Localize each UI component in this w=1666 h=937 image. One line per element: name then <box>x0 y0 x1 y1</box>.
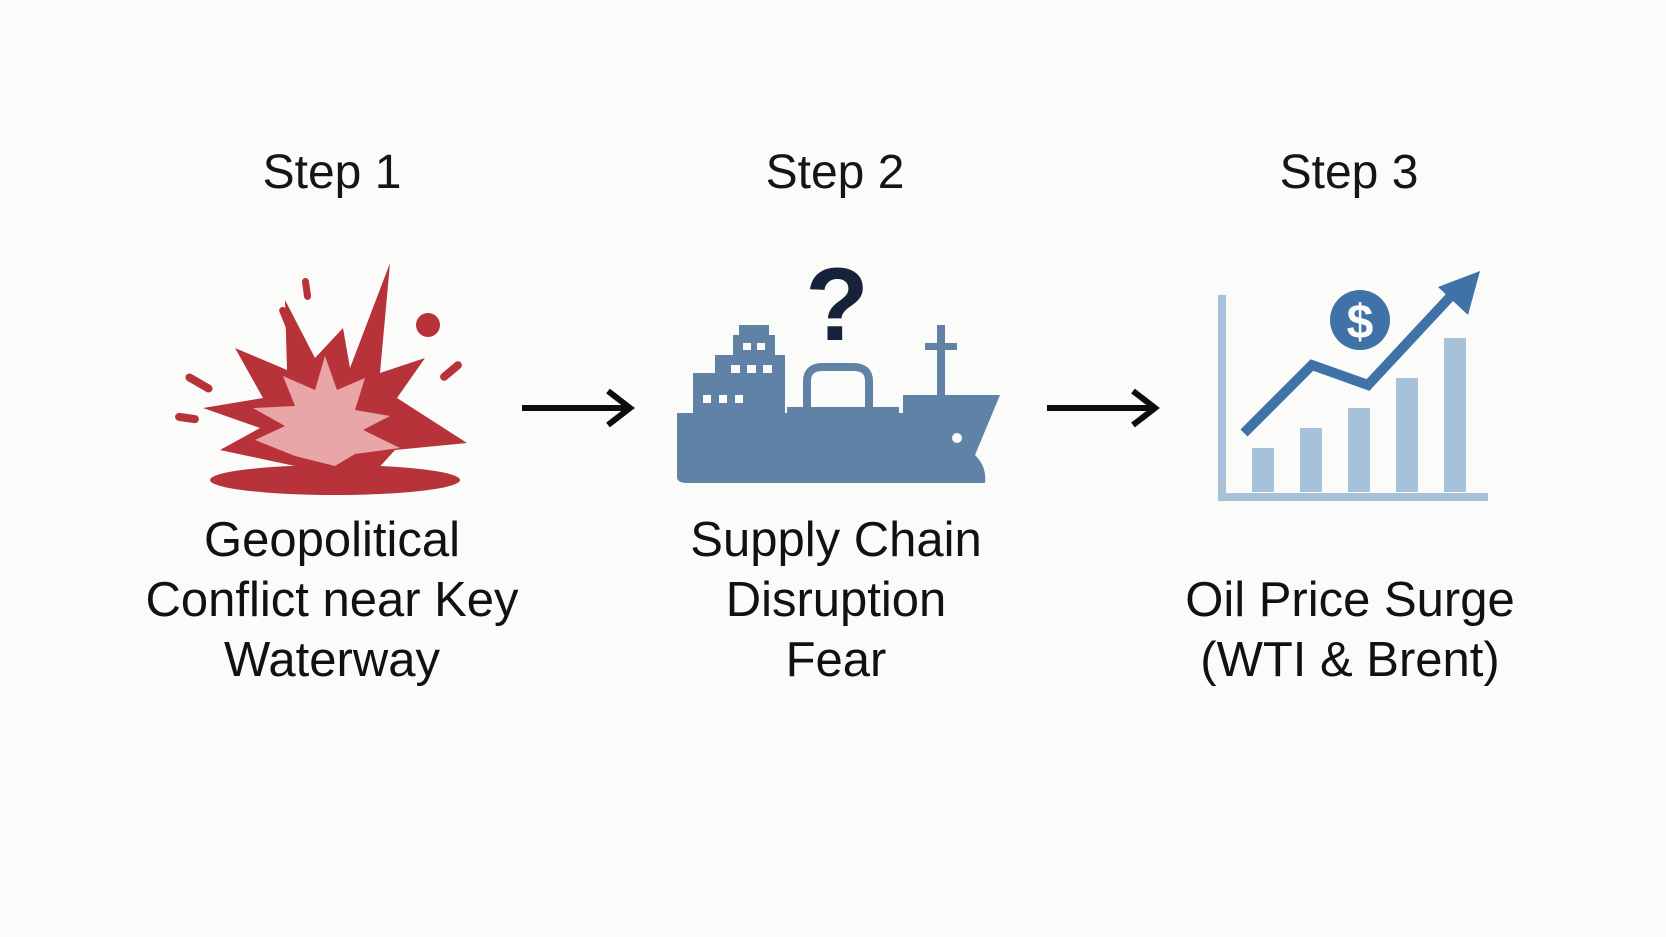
svg-text:$: $ <box>1347 296 1374 349</box>
step-1-title: Step 1 <box>262 146 402 199</box>
caption-line: (WTI & Brent) <box>1200 633 1500 687</box>
caption-line: Oil Price Surge <box>1185 573 1515 627</box>
step-3-caption: Oil Price Surge (WTI & Brent) <box>1120 570 1580 690</box>
step-3-title: Step 3 <box>1279 146 1419 199</box>
svg-text:?: ? <box>805 247 869 363</box>
caption-line: Fear <box>785 633 887 687</box>
caption-line: Supply Chain <box>690 513 982 567</box>
caption-line: Conflict near Key <box>145 573 519 627</box>
caption-line: Disruption <box>725 573 947 627</box>
step-2-caption: Supply Chain Disruption Fear <box>606 510 1066 690</box>
arrow-right-icon <box>1047 388 1160 428</box>
caption-line: Waterway <box>223 633 440 687</box>
step-2-title: Step 2 <box>765 146 905 199</box>
arrow-right-icon <box>522 388 635 428</box>
caption-line: Geopolitical <box>203 513 461 567</box>
cargo-ship-question-icon: ? <box>677 247 1000 483</box>
step-1-caption: Geopolitical Conflict near Key Waterway <box>102 510 562 690</box>
explosion-icon <box>175 263 467 495</box>
rising-price-chart-icon: $ <box>1218 271 1488 501</box>
